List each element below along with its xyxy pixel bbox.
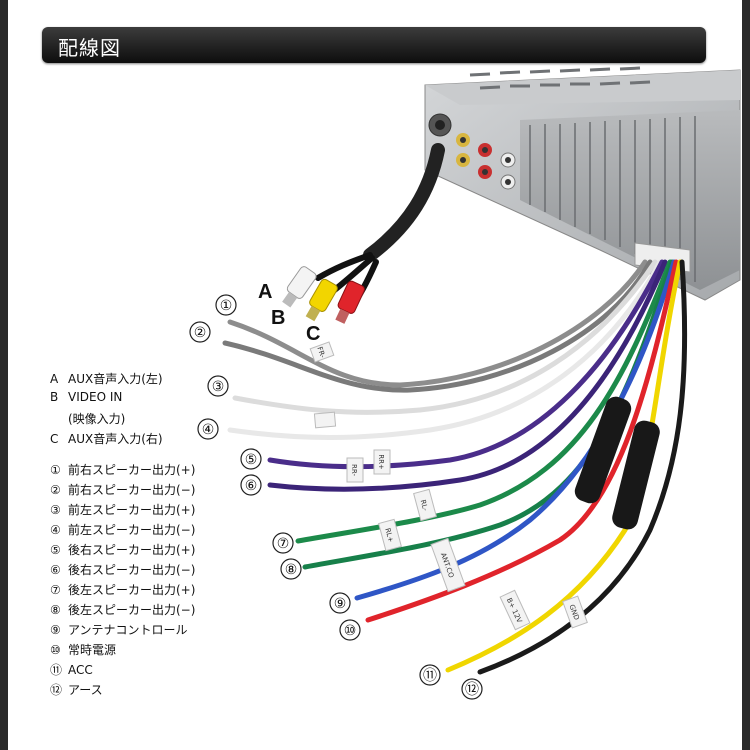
number-label-12: ⑫ (461, 678, 483, 700)
svg-text:⑧: ⑧ (285, 562, 298, 578)
av-letter-labels: A B C (258, 281, 320, 345)
number-label-2: ② (189, 321, 211, 343)
tag-rl-plus: RL+ (383, 527, 395, 543)
svg-text:⑫: ⑫ (465, 682, 479, 698)
number-label-9: ⑨ (329, 592, 351, 614)
svg-text:⑦: ⑦ (277, 536, 290, 552)
fuse-holders (574, 396, 660, 530)
wire-number-labels: ① ② ③ ④ ⑤ ⑥ ⑦ ⑧ ⑨ ⑩ ⑪ ⑫ (189, 294, 483, 700)
number-label-4: ④ (197, 418, 219, 440)
number-label-6: ⑥ (240, 474, 262, 496)
legend-av-b-sub: (映像入力) (68, 412, 126, 426)
label-c: C (306, 323, 320, 345)
title-bar: 配線図 (42, 27, 706, 63)
number-label-5: ⑤ (240, 448, 262, 470)
svg-text:⑥: ⑥ (245, 478, 258, 494)
wire-9 (354, 259, 677, 601)
wire-2 (222, 259, 653, 393)
wire-6 (267, 259, 668, 492)
svg-text:②: ② (194, 325, 207, 341)
wire-5 (267, 259, 665, 470)
wire-4 (227, 259, 663, 440)
tag-fr-minus: FR- (315, 346, 326, 360)
number-label-10: ⑩ (339, 619, 361, 641)
svg-text:④: ④ (202, 422, 215, 438)
svg-text:⑩: ⑩ (344, 623, 357, 639)
svg-text:①: ① (220, 298, 233, 314)
number-label-7: ⑦ (272, 532, 294, 554)
page-title: 配線図 (58, 36, 121, 60)
wire-7 (295, 259, 673, 544)
svg-text:⑤: ⑤ (245, 452, 258, 468)
svg-text:③: ③ (212, 379, 225, 395)
tag-rr-plus: RR+ (377, 454, 385, 470)
wire-10 (365, 259, 679, 623)
wire-12 (477, 259, 688, 675)
wire-11 (445, 259, 683, 673)
av-cable (315, 143, 445, 309)
wire-tags: FR- RR- RR+ RL+ RL- ANT.CO B+ 12V (309, 341, 588, 631)
number-label-3: ③ (207, 375, 229, 397)
svg-text:⑪: ⑪ (423, 668, 437, 684)
head-unit (424, 66, 741, 301)
wires (222, 259, 688, 675)
number-label-8: ⑧ (280, 558, 302, 580)
av-plugs (282, 266, 365, 324)
label-a: A (258, 281, 272, 303)
number-label-1: ① (215, 294, 237, 316)
svg-text:⑨: ⑨ (334, 596, 347, 612)
label-b: B (271, 307, 285, 329)
tag-rl-minus: RL- (419, 499, 430, 512)
tag-rr-minus: RR- (350, 464, 358, 476)
number-label-11: ⑪ (419, 664, 441, 686)
wire-1 (227, 259, 648, 388)
wire-3 (232, 259, 658, 415)
